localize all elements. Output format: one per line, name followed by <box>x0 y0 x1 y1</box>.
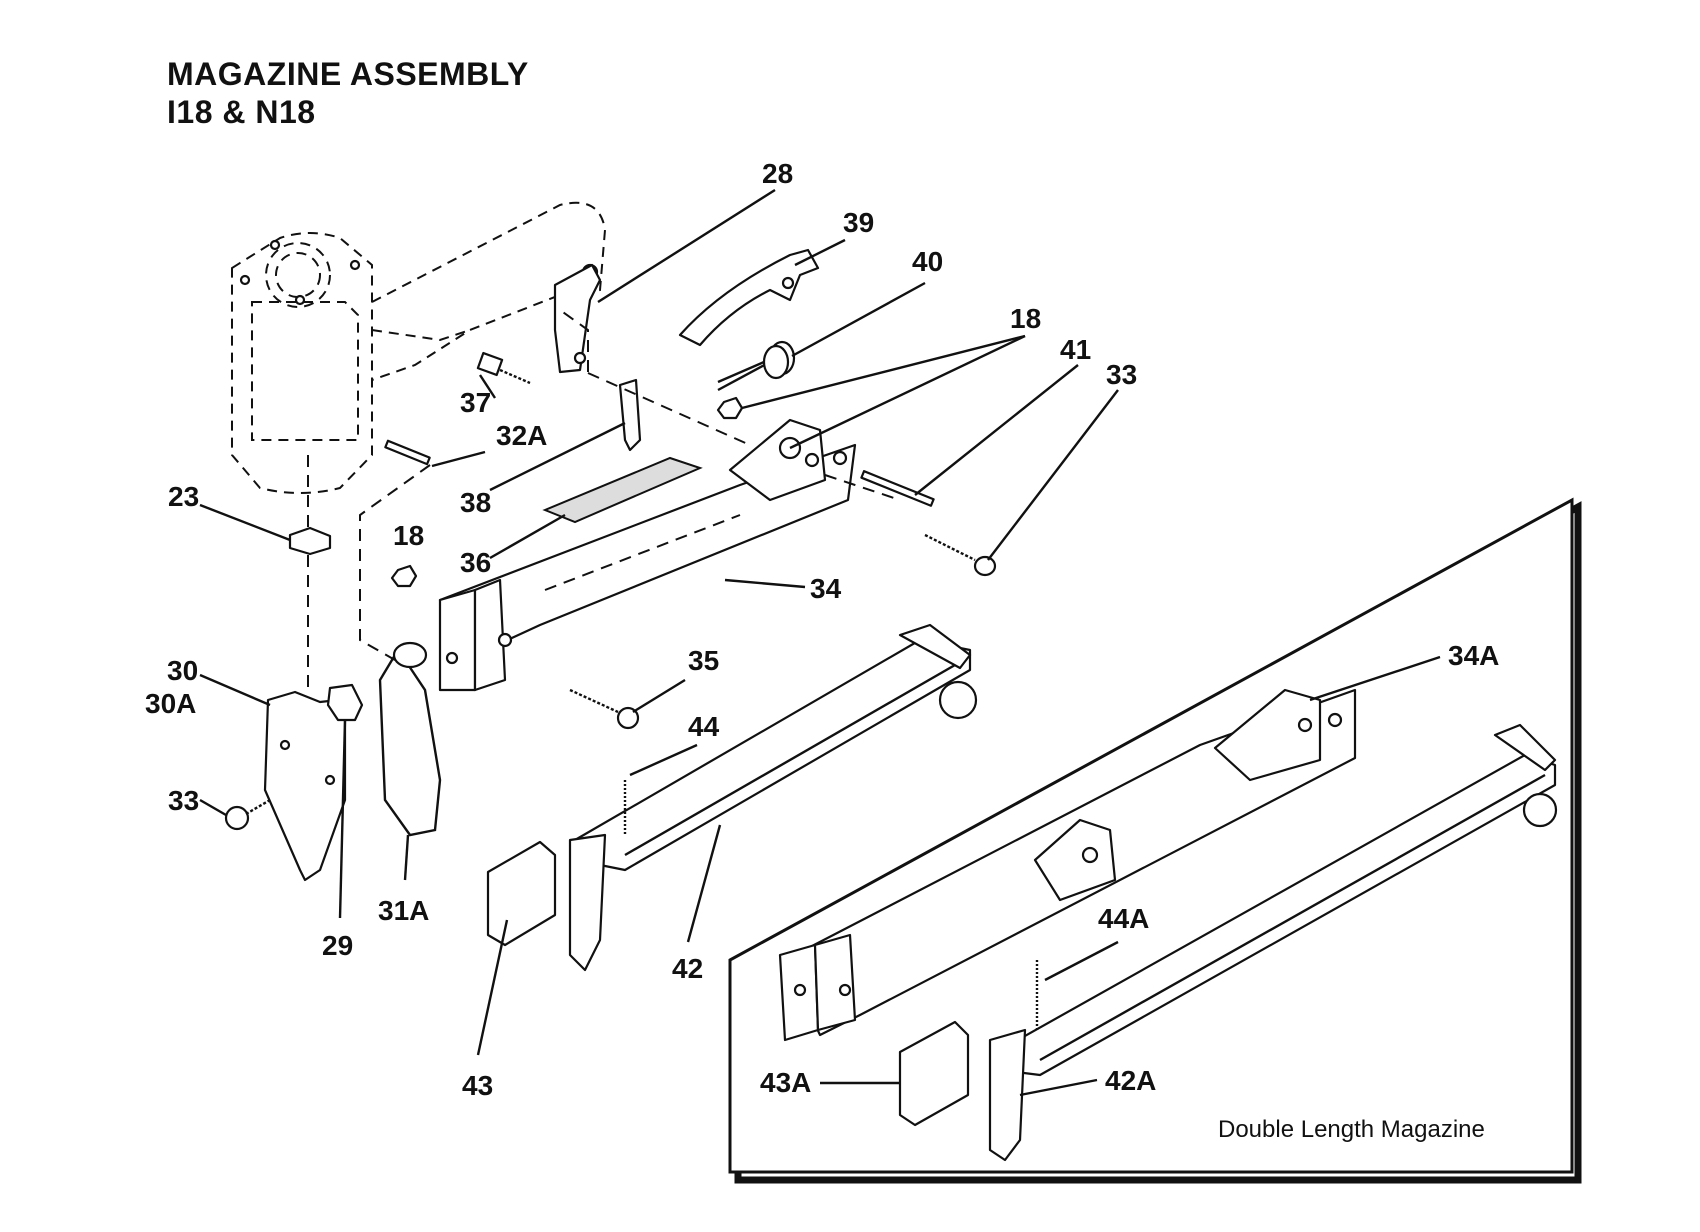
part-34A-long-magazine <box>778 688 1357 1042</box>
part-42-pusher-rail <box>568 623 978 972</box>
callout-40: 40 <box>912 246 943 277</box>
part-35-screw <box>569 688 640 730</box>
part-43A-follower <box>898 1020 970 1127</box>
part-30-nosepiece <box>263 690 347 882</box>
callout-31A: 31A <box>378 895 429 926</box>
callout-35: 35 <box>688 645 719 676</box>
part-18-nut-upper <box>716 396 744 420</box>
part-36-label <box>542 456 703 524</box>
part-29-guide <box>326 683 364 722</box>
callout-18-left: 18 <box>393 520 424 551</box>
part-42A-long-pusher-rail <box>988 723 1558 1162</box>
callout-32A: 32A <box>496 420 547 451</box>
part-41-rod <box>860 470 935 507</box>
callout-33-right: 33 <box>1106 359 1137 390</box>
tool-body-phantom <box>231 201 607 494</box>
part-43-follower <box>486 840 557 947</box>
callout-43: 43 <box>462 1070 493 1101</box>
callout-39: 39 <box>843 207 874 238</box>
part-40-spring <box>717 340 796 392</box>
part-28-latch <box>553 263 602 374</box>
assembly-guide-lines <box>307 309 901 690</box>
callout-labels: 28 39 40 18 41 33 37 32A 38 23 18 36 34 … <box>145 158 1499 1143</box>
part-39-latch-cover <box>678 248 820 347</box>
diagram-title: MAGAZINE ASSEMBLY <box>167 56 529 92</box>
title-block: MAGAZINE ASSEMBLY I18 & N18 <box>167 55 529 131</box>
part-23-block <box>288 526 332 556</box>
callout-44: 44 <box>688 711 720 742</box>
callout-42: 42 <box>672 953 703 984</box>
callout-34: 34 <box>810 573 842 604</box>
part-18-nut-left <box>390 564 418 588</box>
part-33-screw-left <box>224 798 271 831</box>
callout-43A: 43A <box>760 1067 811 1098</box>
part-31A-wire-latch <box>378 654 442 837</box>
callout-33-left: 33 <box>168 785 199 816</box>
inset-double-length <box>728 497 1582 1184</box>
callout-23: 23 <box>168 481 199 512</box>
part-38-link <box>618 378 642 452</box>
leader-lines <box>199 188 1441 1097</box>
callout-18-upper: 18 <box>1010 303 1041 334</box>
part-37-screw <box>476 351 531 385</box>
callout-29: 29 <box>322 930 353 961</box>
callout-30A: 30A <box>145 688 196 719</box>
callout-38: 38 <box>460 487 491 518</box>
model-subtitle: I18 & N18 <box>167 94 316 130</box>
callout-41: 41 <box>1060 334 1091 365</box>
callout-37: 37 <box>460 387 491 418</box>
callout-28: 28 <box>762 158 793 189</box>
inset-caption: Double Length Magazine <box>1218 1116 1485 1143</box>
part-32A-pin <box>384 439 431 466</box>
callout-34A: 34A <box>1448 640 1499 671</box>
part-34-magazine <box>438 418 857 692</box>
callout-30: 30 <box>167 655 198 686</box>
callout-36: 36 <box>460 547 491 578</box>
part-33-screw-right <box>924 533 997 577</box>
callout-44A: 44A <box>1098 903 1149 934</box>
callout-42A: 42A <box>1105 1065 1156 1096</box>
